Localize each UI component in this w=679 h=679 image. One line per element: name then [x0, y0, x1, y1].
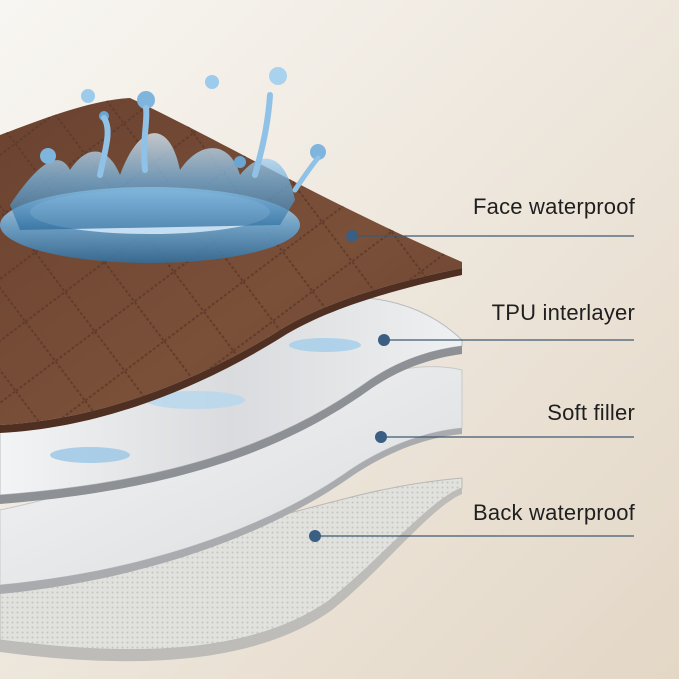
water-bead: [145, 391, 245, 409]
leader-face: [346, 230, 634, 242]
leader-tpu: [378, 334, 634, 346]
face-waterproof-edge: [0, 268, 462, 433]
water-bead: [289, 338, 361, 352]
leader-filler: [375, 431, 634, 443]
water-bead: [50, 447, 130, 463]
leader-back: [309, 530, 634, 542]
tpu-interlayer-edge: [0, 346, 462, 504]
water-splash: [0, 67, 326, 263]
label-tpu-interlayer: TPU interlayer: [491, 300, 635, 325]
back-waterproof-edge: [0, 488, 462, 662]
label-face-waterproof: Face waterproof: [473, 194, 635, 219]
label-soft-filler: Soft filler: [547, 400, 635, 425]
label-back-waterproof: Back waterproof: [473, 500, 635, 525]
